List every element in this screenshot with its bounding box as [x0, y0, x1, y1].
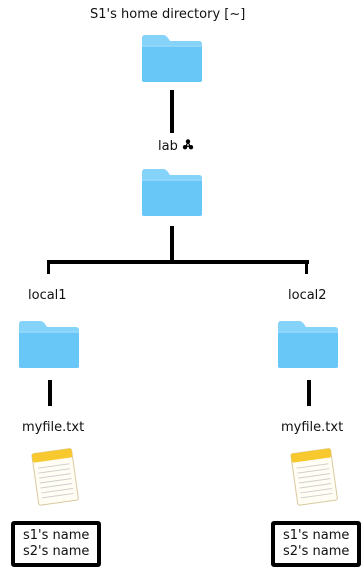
file-contents-right: s1's name s2's name: [271, 521, 362, 567]
connector-lab-branch: [170, 226, 174, 262]
file-label-right: myfile.txt: [281, 420, 344, 435]
file-line: s1's name: [283, 528, 350, 543]
biohazard-icon: [182, 139, 194, 150]
lab-folder-label: lab: [158, 139, 194, 155]
branch-left-drop: [47, 260, 50, 274]
folder-icon[interactable]: [16, 318, 82, 370]
connector-root-lab: [170, 90, 174, 133]
folder-icon[interactable]: [139, 166, 205, 218]
branch-right-drop: [305, 260, 308, 274]
text-file-icon[interactable]: [28, 445, 80, 507]
file-line: s2's name: [23, 544, 90, 559]
branch-bar: [47, 260, 309, 264]
local2-label: local2: [288, 288, 327, 303]
file-contents-left: s1's name s2's name: [11, 521, 102, 567]
local1-label: local1: [28, 288, 67, 303]
text-file-icon[interactable]: [287, 445, 339, 507]
connector-local2-file: [307, 380, 311, 406]
file-line: s1's name: [23, 528, 90, 543]
file-label-left: myfile.txt: [22, 420, 85, 435]
file-line: s2's name: [283, 544, 350, 559]
lab-label-text: lab: [158, 139, 178, 154]
root-folder-label: S1's home directory [~]: [90, 7, 246, 22]
connector-local1-file: [48, 380, 52, 406]
folder-icon[interactable]: [275, 318, 341, 370]
folder-icon[interactable]: [139, 32, 205, 84]
